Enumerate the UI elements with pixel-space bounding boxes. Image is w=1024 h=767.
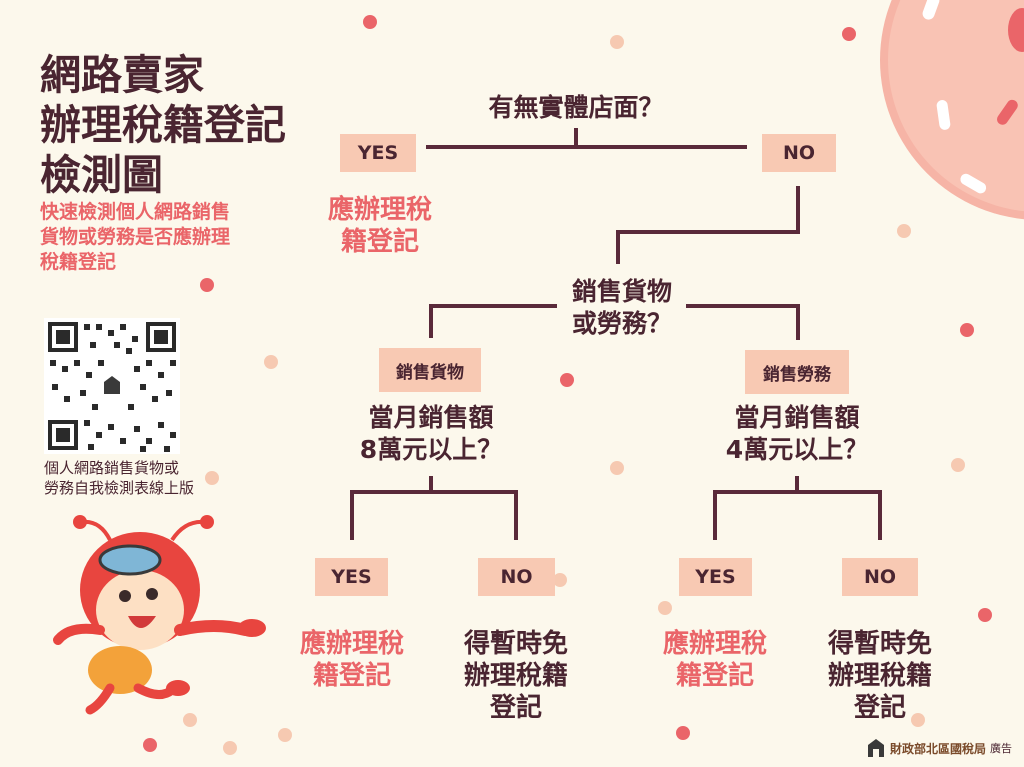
- services-no-result-line-3: 登記: [853, 693, 906, 723]
- subtitle: 快速檢測個人網路銷售 貨物或勞務是否應辦理 稅籍登記: [40, 200, 230, 275]
- services-no-result-line-2: 辦理稅籍: [827, 661, 932, 691]
- goods-yes-result-line-2: 籍登記: [312, 661, 391, 691]
- goods-tag: 銷售貨物: [379, 348, 481, 392]
- goods-no-tag: NO: [478, 558, 555, 596]
- services-yes-result-line-1: 應辦理稅: [662, 629, 767, 659]
- decorative-dots: [143, 15, 992, 755]
- services-yes-result: 應辦理稅 籍登記: [640, 628, 790, 692]
- ad-label: 廣告: [990, 742, 1012, 755]
- qr-caption: 個人網路銷售貨物或 勞務自我檢測表線上版: [44, 458, 194, 498]
- services-tag: 銷售勞務: [745, 350, 849, 394]
- question-physical-store: 有無實體店面？: [488, 93, 664, 122]
- q1-yes-result-line-1: 應辦理稅: [327, 195, 432, 225]
- services-question-line-2: 4萬元以上？: [725, 435, 869, 464]
- services-question-line-1: 當月銷售額: [734, 403, 860, 432]
- goods-yes-result-line-1: 應辦理稅: [299, 629, 404, 659]
- flow-connectors: [350, 128, 882, 540]
- services-question: 當月銷售額 4萬元以上？: [702, 402, 892, 466]
- services-no-result: 得暫時免 辦理稅籍 登記: [804, 628, 956, 724]
- goods-no-result-line-1: 得暫時免: [463, 629, 568, 659]
- agency-logo-icon: [867, 739, 884, 757]
- goods-question-line-1: 當月銷售額: [368, 403, 494, 432]
- qr-caption-line-1: 個人網路銷售貨物或: [44, 459, 180, 477]
- subtitle-line-3: 稅籍登記: [40, 251, 117, 273]
- services-yes-result-line-2: 籍登記: [675, 661, 754, 691]
- q2-line-2: 或勞務？: [571, 309, 672, 338]
- title-line-3: 檢測圖: [40, 151, 163, 199]
- goods-no-result: 得暫時免 辦理稅籍 登記: [440, 628, 592, 724]
- title-line-2: 辦理稅籍登記: [40, 101, 286, 149]
- goods-question-line-2: 8萬元以上？: [359, 435, 503, 464]
- goods-yes-tag: YES: [315, 558, 388, 596]
- donut-decoration: [880, 0, 1024, 220]
- subtitle-line-1: 快速檢測個人網路銷售: [40, 201, 231, 223]
- q1-yes-tag: YES: [340, 134, 416, 172]
- services-no-result-line-1: 得暫時免: [827, 629, 932, 659]
- qr-caption-line-2: 勞務自我檢測表線上版: [44, 479, 195, 497]
- title-line-1: 網路賣家: [40, 51, 204, 99]
- q1-yes-result-line-2: 籍登記: [340, 227, 419, 257]
- ant-mascot: [53, 515, 266, 715]
- page-title: 網路賣家 辦理稅籍登記 檢測圖: [40, 50, 286, 200]
- goods-no-result-line-3: 登記: [489, 693, 542, 723]
- q2-line-1: 銷售貨物: [571, 277, 672, 306]
- agency-name: 財政部北區國稅局: [889, 741, 986, 756]
- goods-no-result-line-2: 辦理稅籍: [463, 661, 568, 691]
- qr-code-icon: [44, 318, 180, 454]
- q1-yes-result: 應辦理稅 籍登記: [305, 194, 455, 258]
- services-no-tag: NO: [842, 558, 918, 596]
- goods-yes-result: 應辦理稅 籍登記: [277, 628, 427, 692]
- q1-no-tag: NO: [762, 134, 836, 172]
- footer: 財政部北區國稅局 廣告: [866, 737, 1012, 759]
- question-goods-or-services: 銷售貨物 或勞務？: [540, 276, 704, 340]
- subtitle-line-2: 貨物或勞務是否應辦理: [40, 226, 231, 248]
- services-yes-tag: YES: [679, 558, 752, 596]
- goods-question: 當月銷售額 8萬元以上？: [336, 402, 526, 466]
